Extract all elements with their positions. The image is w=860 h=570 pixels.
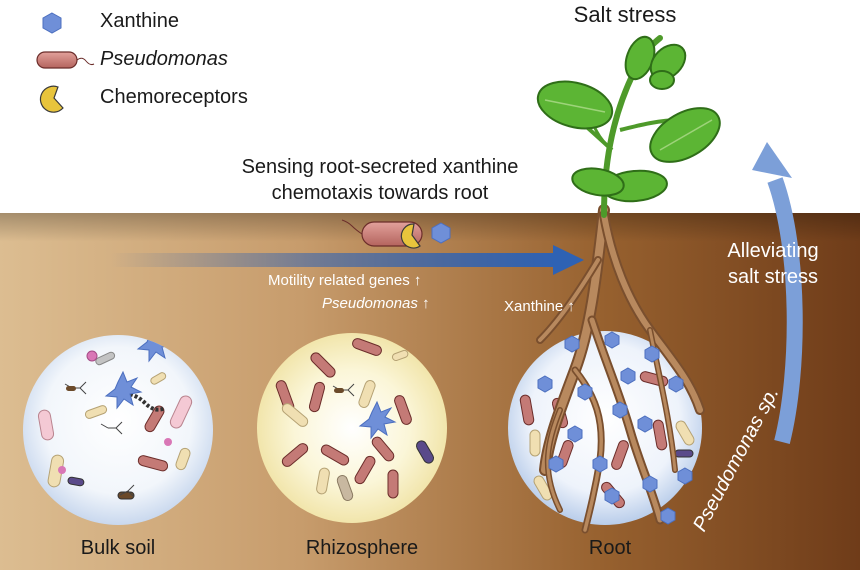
xanthine-hexagon-icon — [42, 12, 62, 34]
zone-label-bulk-soil: Bulk soil — [80, 537, 156, 559]
legend-label-chemoreceptors: Chemoreceptors — [100, 86, 248, 108]
up-arrow-icon: ↑ — [567, 298, 575, 315]
alleviating-text-line1: Alleviating — [727, 240, 819, 262]
zone-label-rhizosphere: Rhizosphere — [305, 537, 419, 559]
chemotaxis-arrow — [110, 245, 584, 275]
pseudomonas-increase-label: Pseudomonas ↑ — [322, 295, 430, 312]
xanthine-cluster — [537, 331, 693, 525]
xanthine-increase-label: Xanthine ↑ — [504, 298, 575, 315]
bacterium-sensing-xanthine — [341, 219, 451, 249]
alleviating-text-line2: salt stress — [727, 266, 819, 288]
legend-label-pseudomonas: Pseudomonas — [100, 48, 228, 70]
pseudomonas-rod-icon — [36, 51, 95, 69]
rhizosphere-circle — [257, 333, 447, 523]
motility-genes-label: Motility related genes ↑ — [268, 272, 422, 289]
chemoreceptor-icon — [39, 85, 64, 113]
plant-shoot — [536, 35, 721, 218]
plant-root-system — [536, 204, 705, 534]
up-arrow-icon: ↑ — [422, 295, 430, 312]
legend-label-xanthine: Xanthine — [100, 10, 179, 32]
curved-arrow — [752, 142, 803, 444]
sensing-text-line1: Sensing root-secreted xanthine — [241, 156, 519, 178]
up-arrow-icon: ↑ — [413, 272, 422, 289]
title-salt-stress: Salt stress — [573, 2, 677, 27]
zone-label-root: Root — [588, 537, 632, 559]
bulk-soil-circle — [23, 335, 213, 525]
sensing-text-line2: chemotaxis towards root — [271, 182, 489, 204]
